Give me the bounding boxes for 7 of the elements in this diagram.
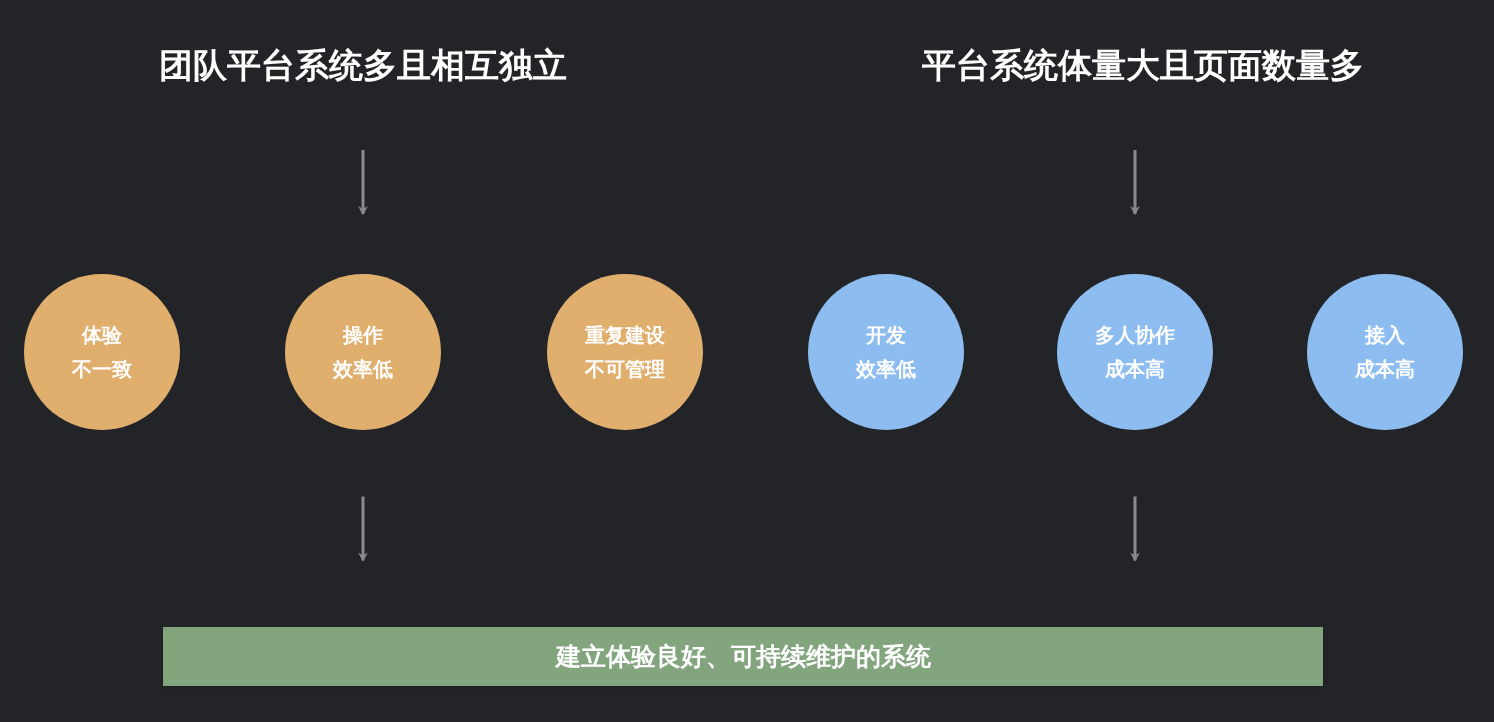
heading: 平台系统体量大且页面数量多 [893, 40, 1393, 90]
arrow [358, 150, 368, 215]
heading: 团队平台系统多且相互独立 [123, 40, 603, 90]
arrow [1130, 496, 1140, 562]
arrow [358, 496, 368, 562]
goal-bar: 建立体验良好、可持续维护的系统 [163, 627, 1323, 686]
arrow [1130, 150, 1140, 215]
